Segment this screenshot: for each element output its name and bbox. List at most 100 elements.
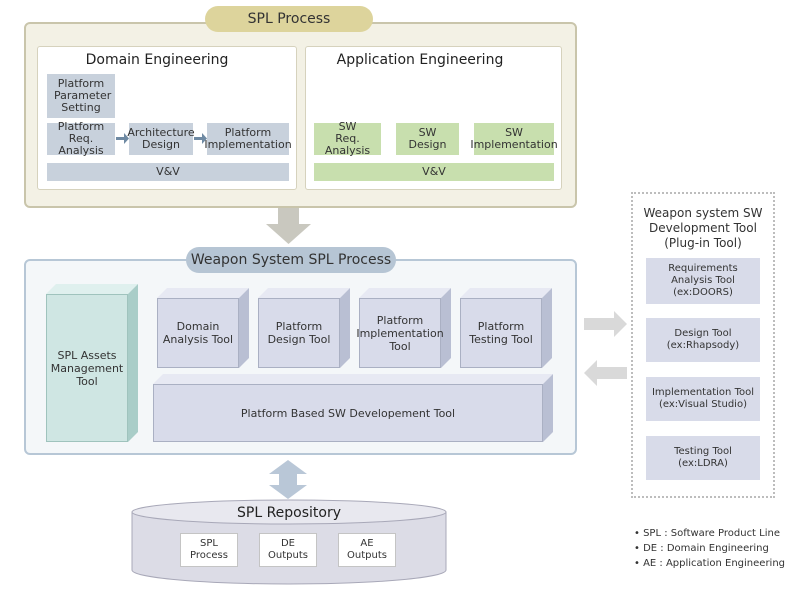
- architecture-design-line1: Architecture: [127, 126, 195, 139]
- spl-assets-tool-front: [46, 294, 128, 442]
- cylinder-top: [131, 499, 447, 525]
- platform-testing-tool-label: Platform Testing Tool: [460, 298, 542, 368]
- implementation-tool-line2: (ex:Visual Studio): [659, 399, 747, 410]
- sw-design-line1: SW: [418, 126, 437, 139]
- application-engineering-title: Application Engineering: [336, 52, 504, 68]
- weapon-system-spl-title: Weapon System SPL Process: [186, 247, 396, 273]
- ae-outputs-doc-line1: AE: [360, 538, 374, 549]
- sw-req-analysis-line1: SW: [338, 120, 357, 133]
- domain-analysis-tool-box: Domain Analysis Tool: [157, 288, 249, 368]
- implementation-tool-box: Implementation Tool (ex:Visual Studio): [646, 377, 760, 421]
- tool-panel-title: Weapon system SW Development Tool (Plug-…: [633, 204, 773, 252]
- testing-tool-line1: Testing Tool: [674, 446, 732, 457]
- de-outputs-doc-line1: DE: [280, 538, 296, 549]
- design-tool-box: Design Tool (ex:Rhapsody): [646, 318, 760, 362]
- platform-parameter-setting-box: Platform Parameter Setting: [47, 74, 115, 118]
- platform-implementation-box: Platform Implementation: [204, 123, 292, 155]
- platform-testing-tool-box: Platform Testing Tool: [460, 288, 552, 368]
- platform-implementation-tool-label: Platform Implementation Tool: [356, 298, 444, 368]
- spl-assets-tool-top: [46, 284, 138, 294]
- to-tool-arrow: [584, 311, 627, 337]
- platform-implementation-line2: Implementation: [204, 138, 292, 151]
- platform-implementation-tool-side: [441, 288, 451, 368]
- platform-req-analysis-box: Platform Req. Analysis: [47, 121, 115, 157]
- platform-design-tool-top: [258, 288, 350, 298]
- domain-analysis-tool-line2: Analysis Tool: [162, 333, 234, 346]
- repository-double-arrow: [269, 460, 307, 499]
- requirements-tool-line1: Requirements: [668, 263, 738, 274]
- domain-analysis-tool-label: Domain Analysis Tool: [157, 298, 239, 368]
- legend-de: • DE : Domain Engineering: [634, 543, 769, 554]
- platform-testing-tool-side: [542, 288, 552, 368]
- sw-implementation-box: SW Implementation: [470, 123, 558, 155]
- testing-tool-line2: (ex:LDRA): [678, 458, 728, 469]
- ae-outputs-doc-line2: Outputs: [347, 550, 387, 561]
- sw-req-analysis-line2: Req. Analysis: [324, 132, 371, 157]
- legend-ae: • AE : Application Engineering: [634, 558, 786, 569]
- tool-panel-title-line3: (Plug-in Tool): [664, 235, 742, 250]
- platform-implementation-line1: Platform: [224, 126, 272, 139]
- domain-analysis-tool-front: [157, 298, 239, 368]
- sw-design-box: SW Design: [396, 123, 459, 155]
- ae-outputs-doc: AE Outputs: [338, 533, 396, 567]
- de-vv-bar: V&V: [47, 163, 289, 181]
- platform-based-tool-side: [543, 374, 553, 442]
- de-outputs-doc: DE Outputs: [259, 533, 317, 567]
- tool-panel-title-line2: Development Tool: [649, 220, 757, 235]
- platform-design-tool-line1: Platform: [275, 320, 323, 333]
- sw-implementation-line2: Implementation: [470, 138, 558, 151]
- spl-assets-tool-side: [128, 284, 138, 442]
- platform-implementation-tool-front: [359, 298, 441, 368]
- platform-implementation-tool-line1: Platform: [376, 313, 424, 327]
- spl-process-doc-line1: SPL: [200, 538, 218, 549]
- from-tool-arrow: [584, 360, 627, 386]
- requirements-analysis-tool-box: Requirements Analysis Tool (ex:DOORS): [646, 258, 760, 304]
- platform-design-tool-label: Platform Design Tool: [258, 298, 340, 368]
- spl-process-doc-line2: Process: [190, 550, 228, 561]
- architecture-design-line2: Design: [142, 138, 180, 151]
- platform-testing-tool-line2: Testing Tool: [469, 333, 533, 346]
- platform-based-tool-label: Platform Based SW Developement Tool: [240, 406, 456, 420]
- domain-analysis-tool-side: [239, 288, 249, 368]
- tool-panel-title-line1: Weapon system SW: [643, 205, 763, 220]
- platform-design-tool-line2: Design Tool: [267, 333, 331, 346]
- sw-req-analysis-box: SW Req. Analysis: [314, 120, 381, 157]
- architecture-design-box: Architecture Design: [127, 123, 195, 155]
- design-tool-line1: Design Tool: [674, 328, 732, 339]
- domain-analysis-tool-line1: Domain: [176, 320, 220, 333]
- spl-assets-tool-line2: Management: [50, 361, 124, 375]
- platform-based-tool-front: [153, 384, 543, 442]
- domain-engineering-title: Domain Engineering: [85, 52, 229, 68]
- platform-design-tool-side: [340, 288, 350, 368]
- sw-design-line2: Design: [408, 138, 447, 151]
- platform-implementation-tool-line3: Tool: [389, 339, 411, 353]
- requirements-tool-line2: Analysis Tool: [671, 275, 735, 286]
- platform-implementation-tool-line2: Implementation: [356, 326, 444, 340]
- platform-design-tool-front: [258, 298, 340, 368]
- platform-testing-tool-top: [460, 288, 552, 298]
- de-outputs-doc-line2: Outputs: [268, 550, 308, 561]
- legend-spl: • SPL : Software Product Line: [634, 528, 781, 539]
- implementation-tool-line1: Implementation Tool: [651, 387, 754, 398]
- spl-down-arrow: [266, 208, 311, 244]
- spl-process-title: SPL Process: [205, 6, 373, 32]
- platform-implementation-tool-box: Platform Implementation Tool: [356, 288, 451, 368]
- spl-process-doc: SPL Process: [180, 533, 238, 567]
- testing-tool-box: Testing Tool (ex:LDRA): [646, 436, 760, 480]
- spl-assets-tool-label: SPL Assets Management Tool: [46, 294, 128, 442]
- de-arrow-1: [116, 133, 129, 144]
- design-tool-line2: (ex:Rhapsody): [666, 340, 740, 351]
- platform-implementation-tool-top: [359, 288, 451, 298]
- spl-assets-tool-line1: SPL Assets: [57, 348, 117, 362]
- ae-vv-bar: V&V: [314, 163, 554, 181]
- domain-analysis-tool-top: [157, 288, 249, 298]
- spl-assets-tool-box: SPL Assets Management Tool: [46, 284, 138, 442]
- platform-based-tool-box: Platform Based SW Developement Tool: [153, 374, 553, 442]
- de-arrow-2: [194, 133, 207, 144]
- spl-assets-tool-line3: Tool: [76, 374, 98, 388]
- spl-repository-title: SPL Repository: [236, 505, 342, 521]
- platform-parameter-setting-label: Platform Parameter Setting: [54, 77, 112, 114]
- platform-design-tool-box: Platform Design Tool: [258, 288, 350, 368]
- platform-based-tool-top: [153, 374, 553, 384]
- requirements-tool-line3: (ex:DOORS): [673, 287, 733, 298]
